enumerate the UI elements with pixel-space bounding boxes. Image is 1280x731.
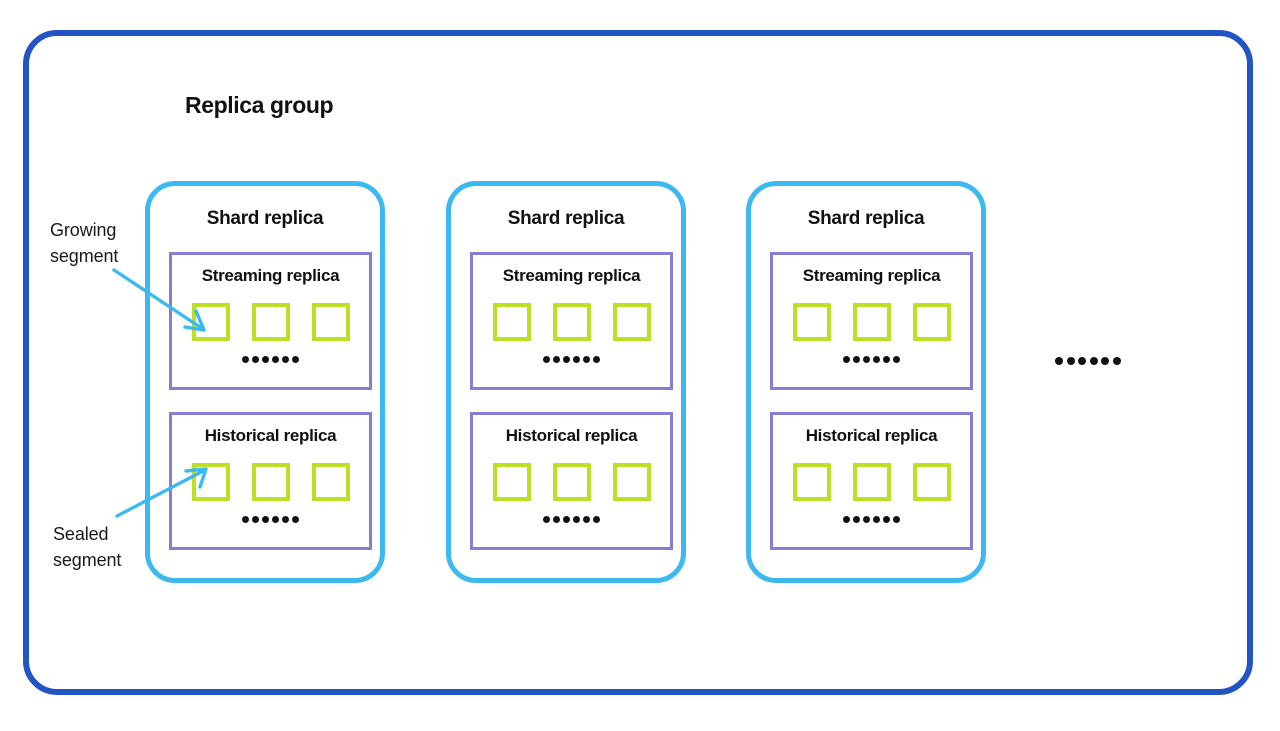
streaming-replica-box: Streaming replica [770, 252, 973, 390]
segment-square [792, 463, 831, 501]
dot [553, 516, 560, 523]
dot [242, 516, 249, 523]
dot [883, 356, 890, 363]
dot [573, 516, 580, 523]
segment-square [492, 463, 531, 501]
streaming-replica-box: Streaming replica [470, 252, 673, 390]
shard-replica-card: Shard replica Streaming replica Historic… [145, 181, 385, 583]
dot [1078, 357, 1086, 365]
ellipsis-dots [773, 516, 970, 523]
segment-row [473, 463, 670, 501]
dot [843, 356, 850, 363]
dot [1055, 357, 1063, 365]
sealed-segment-label: Sealed segment [53, 524, 122, 571]
shard-replica-title: Shard replica [206, 208, 324, 229]
historical-replica-box: Historical replica [169, 412, 372, 550]
segment-square [852, 463, 891, 501]
shard-replica-title: Shard replica [807, 208, 925, 229]
streaming-replica-title: Streaming replica [201, 266, 340, 285]
dot [262, 516, 269, 523]
dot [853, 516, 860, 523]
segment-square [912, 463, 951, 501]
historical-replica-title: Historical replica [204, 426, 337, 445]
streaming-replica-title: Streaming replica [802, 266, 941, 285]
segment-square [251, 463, 290, 501]
dot [252, 516, 259, 523]
dot [242, 356, 249, 363]
segment-square [912, 303, 951, 341]
dot [262, 356, 269, 363]
dot [563, 356, 570, 363]
dot [843, 516, 850, 523]
historical-replica-box: Historical replica [770, 412, 973, 550]
segment-square [552, 303, 591, 341]
segment-square [311, 303, 350, 341]
segment-square [311, 463, 350, 501]
dot [272, 516, 279, 523]
dot [893, 356, 900, 363]
segment-square [191, 463, 230, 501]
dot [282, 356, 289, 363]
dot [272, 356, 279, 363]
segment-square [552, 463, 591, 501]
historical-replica-box: Historical replica [470, 412, 673, 550]
dot [873, 356, 880, 363]
dot [292, 516, 299, 523]
shard-replica-title: Shard replica [507, 208, 625, 229]
dot [282, 516, 289, 523]
dot [553, 356, 560, 363]
segment-square [612, 303, 651, 341]
ellipsis-dots [473, 516, 670, 523]
ellipsis-dots [773, 356, 970, 363]
dot [593, 356, 600, 363]
shard-replica-card: Shard replica Streaming replica Historic… [746, 181, 986, 583]
segment-square [612, 463, 651, 501]
dot [863, 356, 870, 363]
segment-row [773, 463, 970, 501]
dot [573, 356, 580, 363]
dot [543, 516, 550, 523]
dot [292, 356, 299, 363]
dot [252, 356, 259, 363]
growing-segment-label: Growing segment [50, 220, 119, 267]
more-shards-ellipsis [1055, 357, 1121, 365]
streaming-replica-title: Streaming replica [502, 266, 641, 285]
dot [873, 516, 880, 523]
segment-square [492, 303, 531, 341]
historical-replica-title: Historical replica [805, 426, 938, 445]
page-title: Replica group [185, 92, 334, 118]
segment-square [191, 303, 230, 341]
dot [1101, 357, 1109, 365]
ellipsis-dots [172, 516, 369, 523]
dot [863, 516, 870, 523]
shard-replica-card: Shard replica Streaming replica Historic… [446, 181, 686, 583]
dot [1066, 357, 1075, 365]
dot [593, 516, 600, 523]
segment-square [251, 303, 290, 341]
ellipsis-dots [473, 356, 670, 363]
dot [1089, 357, 1098, 365]
dot [543, 356, 550, 363]
streaming-replica-box: Streaming replica [169, 252, 372, 390]
segment-row [473, 303, 670, 341]
segment-square [852, 303, 891, 341]
dot [583, 516, 590, 523]
segment-row [773, 303, 970, 341]
segment-row [172, 463, 369, 501]
dot [883, 516, 890, 523]
ellipsis-dots [172, 356, 369, 363]
dot [583, 356, 590, 363]
dot [893, 516, 900, 523]
dot [853, 356, 860, 363]
segment-square [792, 303, 831, 341]
dot [1112, 357, 1121, 365]
historical-replica-title: Historical replica [505, 426, 638, 445]
segment-row [172, 303, 369, 341]
dot [563, 516, 570, 523]
